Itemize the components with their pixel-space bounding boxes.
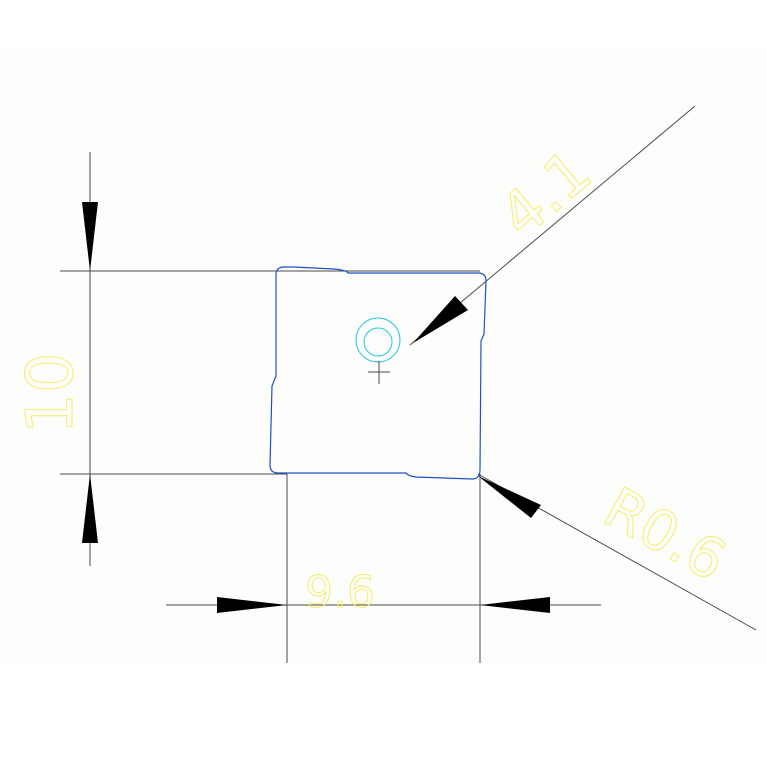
drawing-area	[0, 48, 767, 663]
arrow-vertical-bottom	[82, 474, 98, 543]
hole-inner-circle	[363, 327, 393, 357]
center-mark-icon	[368, 361, 390, 384]
arrow-radius	[478, 476, 541, 518]
arrow-horizontal-right	[480, 597, 550, 613]
hole-outer-circle	[355, 317, 401, 363]
arrow-horizontal-left	[217, 597, 287, 613]
arrow-angled	[413, 296, 468, 343]
part-outline	[269, 266, 487, 480]
arrowheads	[82, 202, 550, 613]
hole	[355, 317, 401, 363]
arrow-vertical-top	[82, 202, 98, 271]
horizontal-dimension-text: 9.6	[305, 567, 375, 618]
vertical-dimension-text: 10	[14, 353, 88, 434]
